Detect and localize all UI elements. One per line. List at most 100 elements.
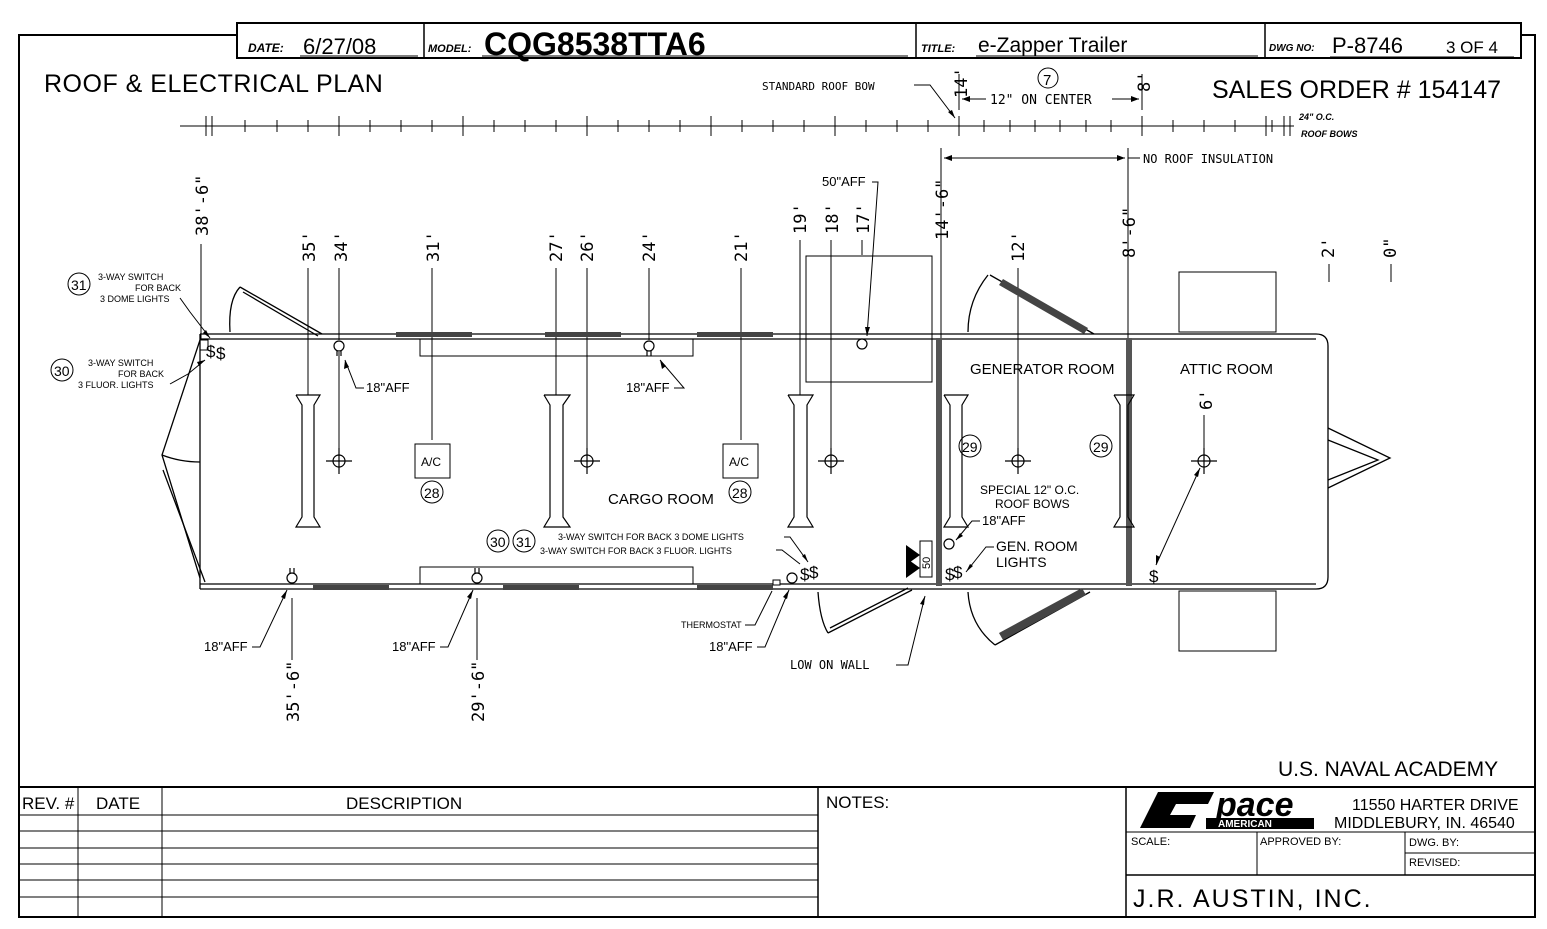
callout-31-rear	[67, 272, 91, 296]
aff-18-generator: 18"AFF	[982, 513, 1026, 528]
panel-label: 50	[921, 557, 933, 569]
dim-38-6: 38'-6"	[193, 175, 213, 236]
ac-unit-front	[722, 443, 759, 479]
attic-switch-symbol: $	[1149, 567, 1159, 586]
no-roof-insulation: NO ROOF INSULATION	[1143, 152, 1273, 166]
callout-28-rear-number: 28	[424, 485, 440, 501]
dwg-no-label: DWG NO:	[1269, 43, 1315, 54]
dimension-extension-lines	[200, 240, 1392, 455]
ac-label-rear: A/C	[421, 455, 441, 469]
roof-bows-note: ROOF BOWS	[1301, 129, 1358, 139]
callout-31-front	[512, 529, 536, 553]
ac-units: A/C A/C 28 28	[414, 443, 759, 504]
ac-unit-rear	[414, 443, 451, 479]
approved-label: APPROVED BY:	[1260, 836, 1341, 848]
door-seal-hatching	[313, 279, 1088, 640]
rev-header: REV. #	[22, 794, 75, 813]
thermostat	[772, 579, 781, 586]
fluorescent-lights	[294, 394, 1136, 528]
callout-31-rear-number: 31	[71, 277, 87, 293]
switch-symbols-front-2: $	[809, 563, 819, 582]
dim-attic-6: 6'	[1197, 390, 1217, 410]
dim-2: 2'	[1319, 238, 1339, 258]
switch-31-text2: FOR BACK	[135, 283, 181, 293]
date-header: DATE	[96, 794, 140, 813]
dome-lights	[326, 448, 1217, 474]
gen-room-lights-line2: LIGHTS	[996, 554, 1047, 570]
special-roof-bows-line2: ROOF BOWS	[995, 497, 1070, 511]
title-label: TITLE:	[921, 43, 956, 55]
aff-18-bottom-1: 18"AFF	[204, 639, 248, 654]
dwg-number: P-8746	[1332, 33, 1403, 58]
dim-18: 18'	[823, 203, 843, 234]
header-box	[236, 22, 1522, 59]
switch-symbols-front: $	[800, 565, 810, 584]
model-number: CQG8538TTA6	[484, 26, 706, 62]
dim-35-6: 35'-6"	[284, 661, 304, 722]
dim-27: 27'	[547, 231, 567, 262]
callout-7-number: 7	[1043, 72, 1051, 89]
bulkhead-walls	[936, 338, 1132, 586]
callout-31-front-number: 31	[516, 534, 532, 550]
callout-30-rear-number: 30	[54, 363, 70, 379]
revised-label: REVISED:	[1409, 857, 1460, 869]
pace-american-logo: pace AMERICAN	[1140, 786, 1314, 830]
description-header: DESCRIPTION	[346, 794, 462, 813]
room-label-cargo: CARGO ROOM	[608, 491, 714, 508]
wall-outlets	[286, 338, 955, 584]
callout-28-front	[728, 480, 752, 504]
gen-switch-symbol: $	[945, 565, 955, 584]
dwg-by-label: DWG. BY:	[1409, 837, 1459, 849]
notes-header: NOTES:	[826, 793, 889, 812]
dim-12: 12'	[1009, 231, 1029, 262]
callout-30-front	[486, 529, 510, 553]
callout-29-left-number: 29	[962, 439, 978, 455]
gen-switch-symbol-2: $	[953, 563, 963, 582]
roof-bow-ruler	[180, 116, 1294, 136]
switch-symbols-rear-2: $	[216, 344, 226, 363]
aff-18-top-mid: 18"AFF	[626, 380, 670, 395]
switch-30-text3: 3 FLUOR. LIGHTS	[78, 380, 154, 390]
logo-main-text: pace	[1215, 786, 1294, 824]
aff-18-bottom-2: 18"AFF	[392, 639, 436, 654]
drawing-date: 6/27/08	[303, 34, 376, 59]
callout-30-rear	[50, 358, 74, 382]
revision-table	[19, 786, 1535, 917]
electrical-panel	[919, 540, 933, 578]
switch-fluor-front: 3-WAY SWITCH FOR BACK 3 FLUOR. LIGHTS	[540, 546, 732, 556]
on-center-label: 12" ON CENTER	[990, 93, 1092, 108]
drawing-title: e-Zapper Trailer	[978, 34, 1127, 57]
cabinets	[419, 255, 1277, 652]
thermostat-label: THERMOSTAT	[681, 620, 742, 630]
sheet-number: 3 OF 4	[1446, 38, 1498, 57]
dim-29-6: 29'-6"	[469, 661, 489, 722]
dim-8-ft: 8'	[1135, 72, 1155, 92]
aff-50: 50"AFF	[822, 174, 866, 189]
dim-34: 34'	[332, 231, 352, 262]
switch-symbols-rear: $	[206, 342, 216, 361]
callout-29-right	[1089, 434, 1113, 458]
date-label: DATE:	[248, 41, 284, 55]
sheet-border	[18, 34, 1536, 918]
low-on-wall: LOW ON WALL	[790, 658, 869, 672]
dim-0: 0"	[1381, 238, 1401, 258]
callout-30-front-number: 30	[490, 534, 506, 550]
callout-28-rear	[420, 480, 444, 504]
sales-order: SALES ORDER # 154147	[1212, 76, 1501, 104]
dim-24: 24'	[640, 231, 660, 262]
title-block-grid	[1126, 831, 1535, 876]
model-label: MODEL:	[428, 43, 472, 55]
switch-dome-front: 3-WAY SWITCH FOR BACK 3 DOME LIGHTS	[558, 532, 744, 542]
switch-30-text1: 3-WAY SWITCH	[88, 358, 153, 368]
top-dimension-labels: 38'-6" 35' 34' 31' 27' 26' 24' 21' 19' 1…	[193, 175, 1401, 262]
callout-29-right-number: 29	[1093, 439, 1109, 455]
plan-title: ROOF & ELECTRICAL PLAN	[44, 70, 383, 98]
dim-31: 31'	[424, 231, 444, 262]
callout-7	[1037, 67, 1059, 89]
gen-room-lights-line1: GEN. ROOM	[996, 538, 1078, 554]
dim-14-6: 14'-6"	[933, 179, 953, 240]
aff-18-top-left: 18"AFF	[366, 380, 410, 395]
room-label-generator: GENERATOR ROOM	[970, 361, 1114, 378]
callout-29-left	[958, 434, 982, 458]
